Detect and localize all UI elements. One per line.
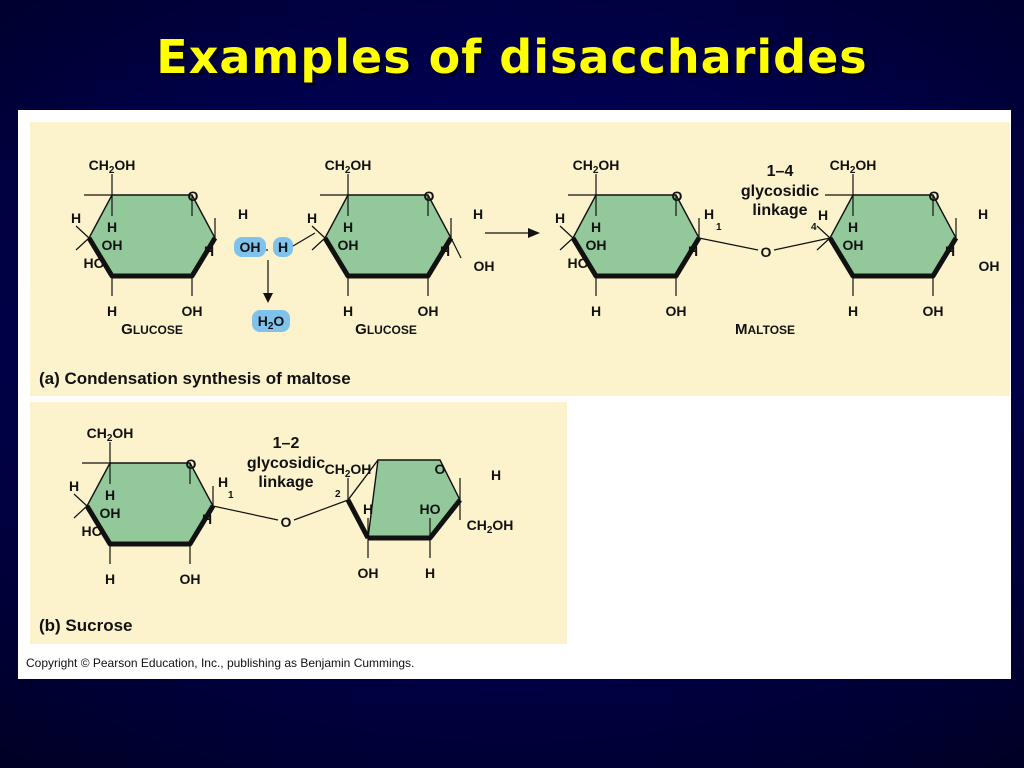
bridge-oxygen-label: O	[761, 244, 772, 260]
oh-label: OH	[979, 258, 1000, 274]
h-label: H	[978, 206, 988, 222]
ch2oh-label: CH2OH	[89, 157, 136, 176]
sucrose-fructose-ring: CH2OH O H HO H CH2OH OH H	[325, 460, 514, 581]
h-label: H	[105, 487, 115, 503]
linkage-label: glycosidic	[247, 455, 325, 472]
h-label: H	[343, 219, 353, 235]
h-label: H	[440, 243, 450, 259]
carbon-number-1: 1	[228, 490, 234, 501]
ho-label: HO	[568, 255, 589, 271]
oh-highlight	[234, 237, 266, 257]
h-label: H	[238, 206, 248, 222]
ring-oxygen-label: O	[424, 188, 435, 204]
arrow-right-icon	[528, 228, 540, 238]
ch2oh-label: CH2OH	[467, 517, 514, 536]
ring-oxygen-label: O	[188, 188, 199, 204]
h-label: H	[704, 206, 714, 222]
linkage-label: linkage	[752, 202, 807, 219]
h-label: H	[204, 243, 214, 259]
h-label: H	[107, 303, 117, 319]
water-highlight	[252, 310, 290, 332]
ho-label: HO	[420, 501, 441, 517]
ch2oh-label: CH2OH	[325, 157, 372, 176]
ch2oh-label: CH2OH	[573, 157, 620, 176]
h-label: H	[591, 303, 601, 319]
ho-label: HO	[82, 523, 103, 539]
ring-oxygen-label: O	[672, 188, 683, 204]
ring-oxygen-label: O	[186, 456, 197, 472]
ho-label: HO	[84, 255, 105, 271]
h-label: H	[555, 210, 565, 226]
linkage-number-label: 1–4	[767, 163, 794, 180]
bond-line	[292, 232, 316, 247]
oh-label: OH	[102, 237, 123, 253]
panel-a-caption: (a) Condensation synthesis of maltose	[39, 369, 351, 388]
oh-label: OH	[338, 237, 359, 253]
carbon-number-4: 4	[811, 222, 817, 233]
maltose-ring-right: CH2OH O H H OH H H OH H OH	[817, 157, 1000, 319]
oh-label: OH	[474, 258, 495, 274]
linkage-number-label: 1–2	[273, 435, 300, 452]
glycosidic-bond	[212, 505, 279, 521]
bridge-oxygen-label: O	[281, 514, 292, 530]
highlight-oh-label: OH	[240, 239, 261, 255]
arrow-down-icon	[263, 293, 273, 303]
ch2oh-label: CH2OH	[830, 157, 877, 176]
oh-label: OH	[358, 565, 379, 581]
linkage-label: linkage	[258, 474, 313, 491]
oh-label: OH	[100, 505, 121, 521]
sucrose-glucose-ring: CH2OH O H H OH HO H H H OH	[69, 425, 228, 587]
h-label: H	[945, 243, 955, 259]
h-label: H	[71, 210, 81, 226]
slide-title: Examples of disaccharides	[156, 30, 868, 84]
h-label: H	[848, 303, 858, 319]
highlight-h-label: H	[278, 239, 288, 255]
h-label: H	[363, 501, 373, 517]
glycosidic-bond	[698, 237, 759, 251]
h-label: H	[473, 206, 483, 222]
glucose-label: GLUCOSE	[121, 321, 183, 338]
carbon-number-1: 1	[716, 222, 722, 233]
maltose-ring-left: CH2OH O H H OH HO H H H OH	[555, 157, 714, 319]
oh-label: OH	[180, 571, 201, 587]
figure-panel: CH2OH O H H OH HO H H H OH OH H H2O CH2O…	[18, 110, 1011, 679]
oh-label: OH	[182, 303, 203, 319]
h-label: H	[343, 303, 353, 319]
h-label: H	[491, 467, 501, 483]
h-label: H	[202, 511, 212, 527]
glycosidic-bond	[293, 499, 349, 521]
oh-label: OH	[418, 303, 439, 319]
copyright-text: Copyright © Pearson Education, Inc., pub…	[26, 656, 414, 670]
h-highlight	[273, 237, 293, 257]
glucose-ring-2: CH2OH O H H OH H H OH H OH	[307, 157, 495, 319]
panel-b-caption: (b) Sucrose	[39, 616, 133, 635]
h-label: H	[425, 565, 435, 581]
bond-line	[450, 237, 462, 259]
h-label: H	[218, 474, 228, 490]
glucose-ring-1: CH2OH O H H OH HO H H H OH	[71, 157, 248, 319]
glucose-label: GLUCOSE	[355, 321, 417, 338]
oh-label: OH	[843, 237, 864, 253]
h-label: H	[591, 219, 601, 235]
glycosidic-bond	[773, 237, 831, 251]
maltose-label: MALTOSE	[735, 321, 795, 338]
oh-label: OH	[666, 303, 687, 319]
disaccharide-figure: CH2OH O H H OH HO H H H OH OH H H2O CH2O…	[26, 122, 1010, 670]
ch2oh-label: CH2OH	[87, 425, 134, 444]
ring-oxygen-label: O	[435, 461, 446, 477]
h-label: H	[69, 478, 79, 494]
water-label: H2O	[258, 313, 285, 332]
h-label: H	[105, 571, 115, 587]
h-label: H	[107, 219, 117, 235]
h-label: H	[818, 207, 828, 223]
ring-oxygen-label: O	[929, 188, 940, 204]
oh-label: OH	[923, 303, 944, 319]
h-label: H	[848, 219, 858, 235]
oh-label: OH	[586, 237, 607, 253]
linkage-label: glycosidic	[741, 183, 819, 200]
ch2oh-label: CH2OH	[325, 461, 372, 480]
carbon-number-2: 2	[335, 489, 341, 500]
h-label: H	[688, 243, 698, 259]
h-label: H	[307, 210, 317, 226]
